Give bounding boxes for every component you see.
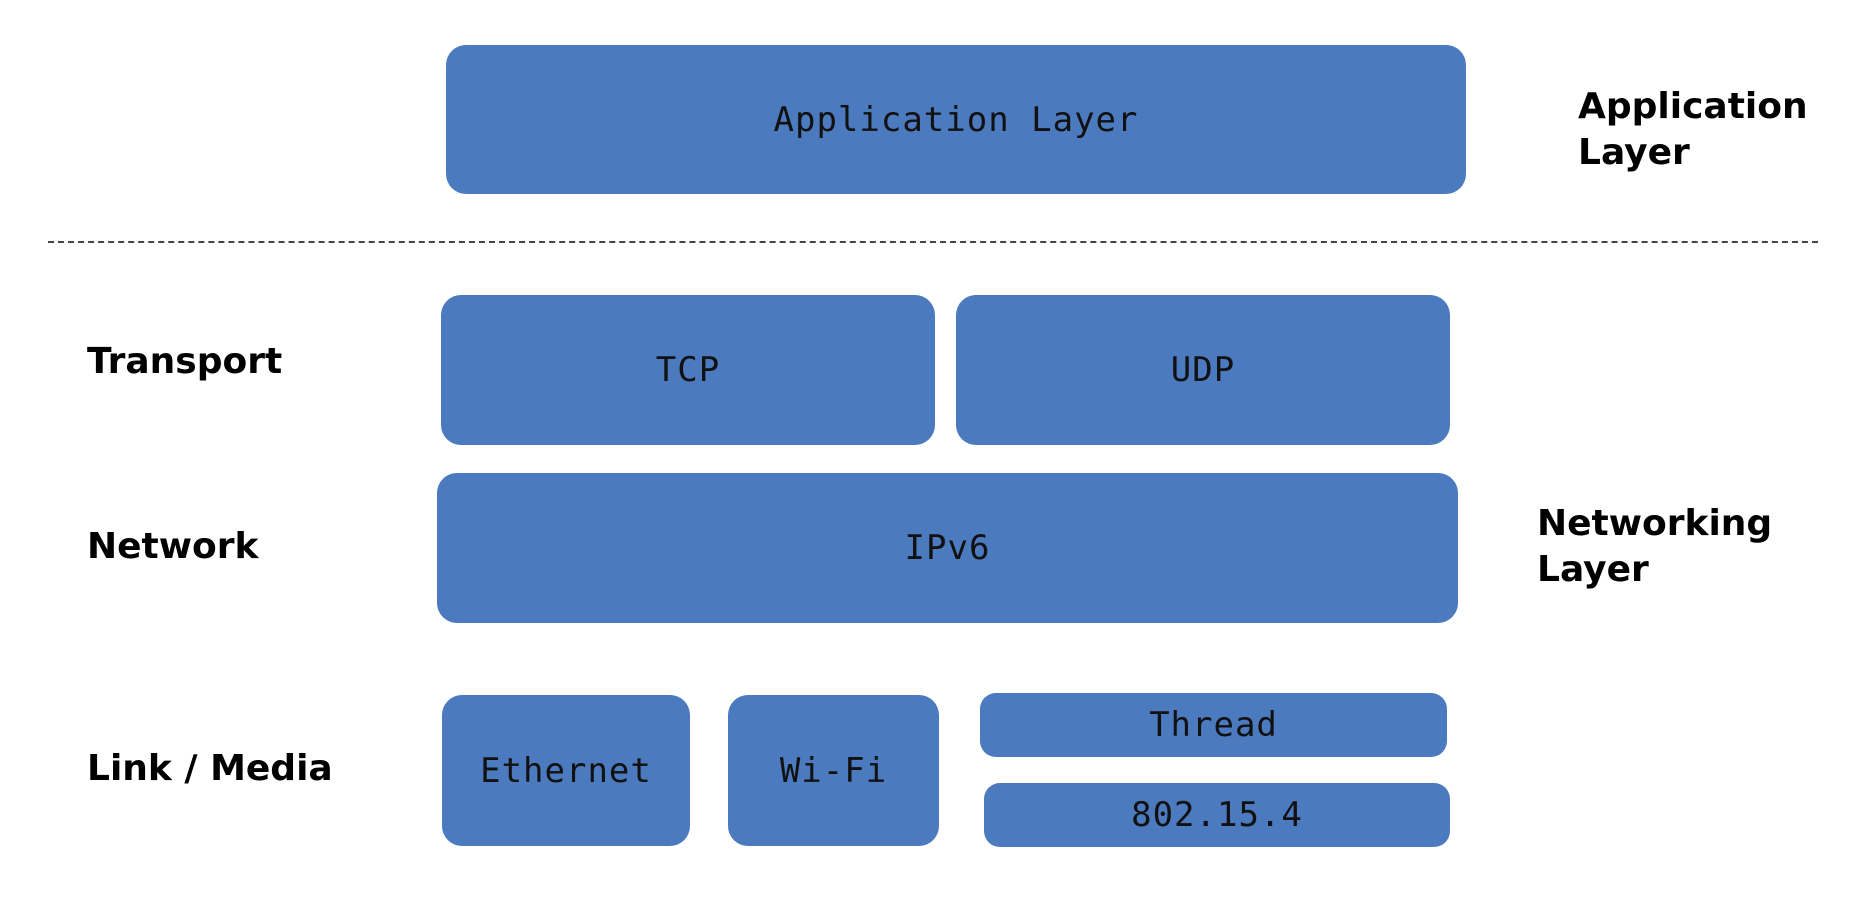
tcp-box-label: TCP [655,350,721,390]
networking-layer-group-label: Networking Layer [1537,501,1772,593]
ipv6-box: IPv6 [437,473,1458,623]
row-label-transport: Transport [87,341,283,382]
udp-box: UDP [956,295,1450,445]
thread-box-label: Thread [1149,705,1278,745]
wifi-box-label: Wi-Fi [779,750,888,791]
application-layer-group-label: Application Layer [1578,84,1808,176]
networking-layer-group-label-line1: Networking [1537,503,1773,544]
row-label-network: Network [87,526,259,567]
ethernet-box: Ethernet [442,695,690,846]
ipv6-box-label: IPv6 [904,528,991,568]
tcp-box: TCP [441,295,935,445]
application-layer-group-label-line2: Layer [1578,132,1690,173]
layer-divider [48,241,1818,243]
thread-box: Thread [980,693,1447,757]
application-layer-box-label: Application Layer [773,99,1139,140]
ieee802154-box-label: 802.15.4 [1131,795,1303,835]
application-layer-group-label-line1: Application [1578,86,1808,127]
application-layer-box: Application Layer [446,45,1466,194]
udp-box-label: UDP [1170,350,1236,390]
wifi-box: Wi-Fi [728,695,939,846]
row-label-link-media: Link / Media [87,748,333,789]
ieee802154-box: 802.15.4 [984,783,1450,847]
networking-layer-group-label-line2: Layer [1537,549,1649,590]
ethernet-box-label: Ethernet [480,750,652,791]
